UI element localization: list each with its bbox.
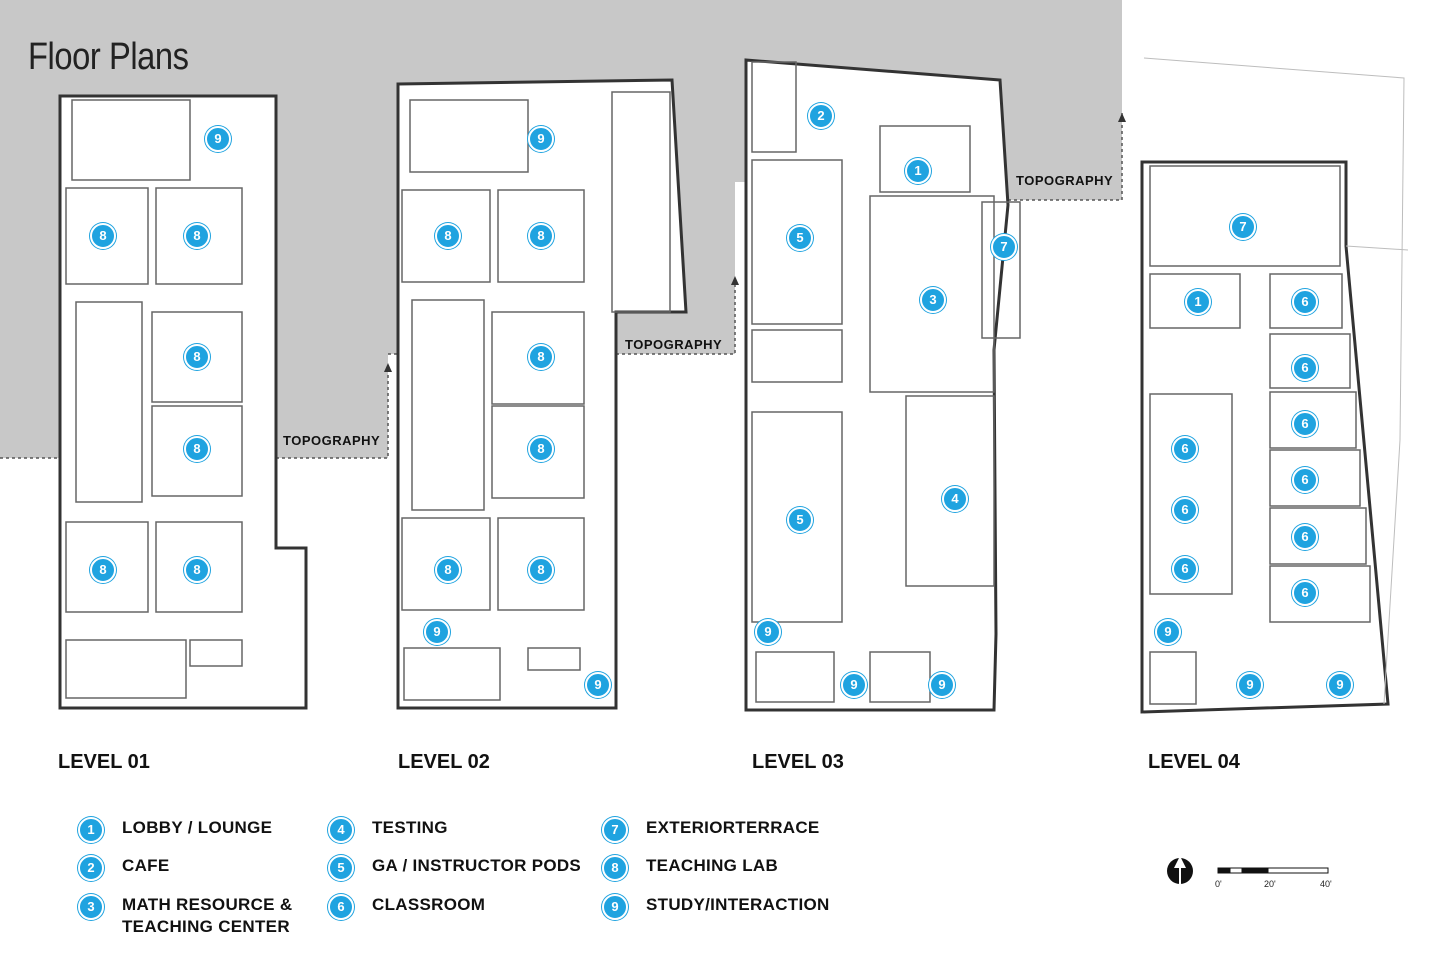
legend-item: 5 GA / INSTRUCTOR PODS bbox=[328, 855, 581, 881]
room-marker: 9 bbox=[585, 672, 611, 698]
room-marker: 8 bbox=[528, 344, 554, 370]
room-marker: 6 bbox=[1292, 289, 1318, 315]
room-marker: 2 bbox=[808, 103, 834, 129]
legend-label: GA / INSTRUCTOR PODS bbox=[372, 856, 582, 875]
level-03-label: LEVEL 03 bbox=[752, 751, 844, 773]
room-marker: 7 bbox=[1230, 214, 1256, 240]
room-marker: 5 bbox=[787, 507, 813, 533]
legend-item: 6 CLASSROOM bbox=[328, 894, 485, 920]
room-marker: 5 bbox=[787, 225, 813, 251]
legend-label: MATH RESOURCE & TEACHING CENTER bbox=[122, 895, 293, 936]
scale-label: 0' bbox=[1215, 879, 1222, 889]
room-marker: 3 bbox=[920, 287, 946, 313]
legend-item: 1 LOBBY / LOUNGE bbox=[78, 817, 272, 843]
legend-marker: 1 bbox=[78, 817, 104, 843]
scale-label: 40' bbox=[1320, 879, 1332, 889]
room-marker: 9 bbox=[1237, 672, 1263, 698]
topography-label: TOPOGRAPHY bbox=[625, 337, 723, 352]
room-marker: 9 bbox=[205, 126, 231, 152]
room-marker: 8 bbox=[184, 344, 210, 370]
level-04-label: LEVEL 04 bbox=[1148, 751, 1240, 773]
legend-item: 3 MATH RESOURCE & TEACHING CENTER bbox=[78, 894, 292, 938]
legend-label: CLASSROOM bbox=[372, 895, 486, 914]
room-marker: 7 bbox=[991, 234, 1017, 260]
level-01-rooms bbox=[65, 99, 243, 699]
legend-item: 4 TESTING bbox=[328, 817, 448, 843]
room-marker: 8 bbox=[435, 557, 461, 583]
room-marker: 8 bbox=[90, 223, 116, 249]
legend-label: STUDY/INTERACTION bbox=[646, 895, 830, 914]
legend-marker: 6 bbox=[328, 894, 354, 920]
level-02-label: LEVEL 02 bbox=[398, 751, 490, 773]
room-marker: 6 bbox=[1292, 580, 1318, 606]
room-marker: 9 bbox=[841, 672, 867, 698]
room-marker: 8 bbox=[528, 223, 554, 249]
arrow-icon bbox=[731, 276, 739, 285]
room-marker: 1 bbox=[905, 158, 931, 184]
room-marker: 9 bbox=[1327, 672, 1353, 698]
room-marker: 9 bbox=[424, 619, 450, 645]
room-marker: 8 bbox=[184, 436, 210, 462]
legend-label: LOBBY / LOUNGE bbox=[122, 818, 273, 837]
room-marker: 4 bbox=[942, 486, 968, 512]
legend-label: TESTING bbox=[372, 818, 448, 837]
legend-marker: 4 bbox=[328, 817, 354, 843]
legend-item: 7 EXTERIORTERRACE bbox=[602, 817, 820, 843]
scale-label: 20' bbox=[1264, 879, 1276, 889]
room-marker: 8 bbox=[528, 436, 554, 462]
scale-bar bbox=[1217, 867, 1329, 874]
arrow-icon bbox=[1118, 113, 1126, 122]
topography-label: TOPOGRAPHY bbox=[1016, 173, 1114, 188]
page-title: Floor Plans bbox=[28, 36, 189, 78]
room-marker: 8 bbox=[435, 223, 461, 249]
legend-marker: 9 bbox=[602, 894, 628, 920]
room-marker: 8 bbox=[528, 557, 554, 583]
room-marker: 8 bbox=[184, 223, 210, 249]
room-marker: 6 bbox=[1172, 436, 1198, 462]
room-marker: 6 bbox=[1292, 467, 1318, 493]
legend-marker: 3 bbox=[78, 894, 104, 920]
level-02-plan bbox=[396, 78, 688, 710]
legend-label: EXTERIORTERRACE bbox=[646, 818, 820, 837]
room-marker: 6 bbox=[1292, 355, 1318, 381]
level-04-hatch bbox=[1143, 57, 1409, 705]
arrow-icon bbox=[384, 363, 392, 372]
room-marker: 9 bbox=[528, 126, 554, 152]
room-marker: 8 bbox=[184, 557, 210, 583]
legend-marker: 5 bbox=[328, 855, 354, 881]
level-01-label: LEVEL 01 bbox=[58, 751, 150, 773]
legend-label: TEACHING LAB bbox=[646, 856, 779, 875]
legend-marker: 2 bbox=[78, 855, 104, 881]
north-arrow-icon bbox=[1167, 856, 1193, 886]
legend-item: 9 STUDY/INTERACTION bbox=[602, 894, 830, 920]
room-marker: 6 bbox=[1172, 556, 1198, 582]
room-marker: 9 bbox=[1155, 619, 1181, 645]
room-marker: 6 bbox=[1292, 411, 1318, 437]
legend-label: CAFE bbox=[122, 856, 170, 875]
room-marker: 6 bbox=[1292, 524, 1318, 550]
level-03-plan bbox=[744, 58, 1010, 712]
room-marker: 1 bbox=[1185, 289, 1211, 315]
legend-item: 2 CAFE bbox=[78, 855, 169, 881]
room-marker: 9 bbox=[929, 672, 955, 698]
level-04-rooms bbox=[1149, 165, 1371, 705]
legend-marker: 7 bbox=[602, 817, 628, 843]
topography-label: TOPOGRAPHY bbox=[283, 433, 381, 448]
legend-item: 8 TEACHING LAB bbox=[602, 855, 778, 881]
level-03-rooms bbox=[751, 61, 1021, 703]
room-marker: 6 bbox=[1172, 497, 1198, 523]
room-marker: 8 bbox=[90, 557, 116, 583]
room-marker: 9 bbox=[755, 619, 781, 645]
legend-marker: 8 bbox=[602, 855, 628, 881]
